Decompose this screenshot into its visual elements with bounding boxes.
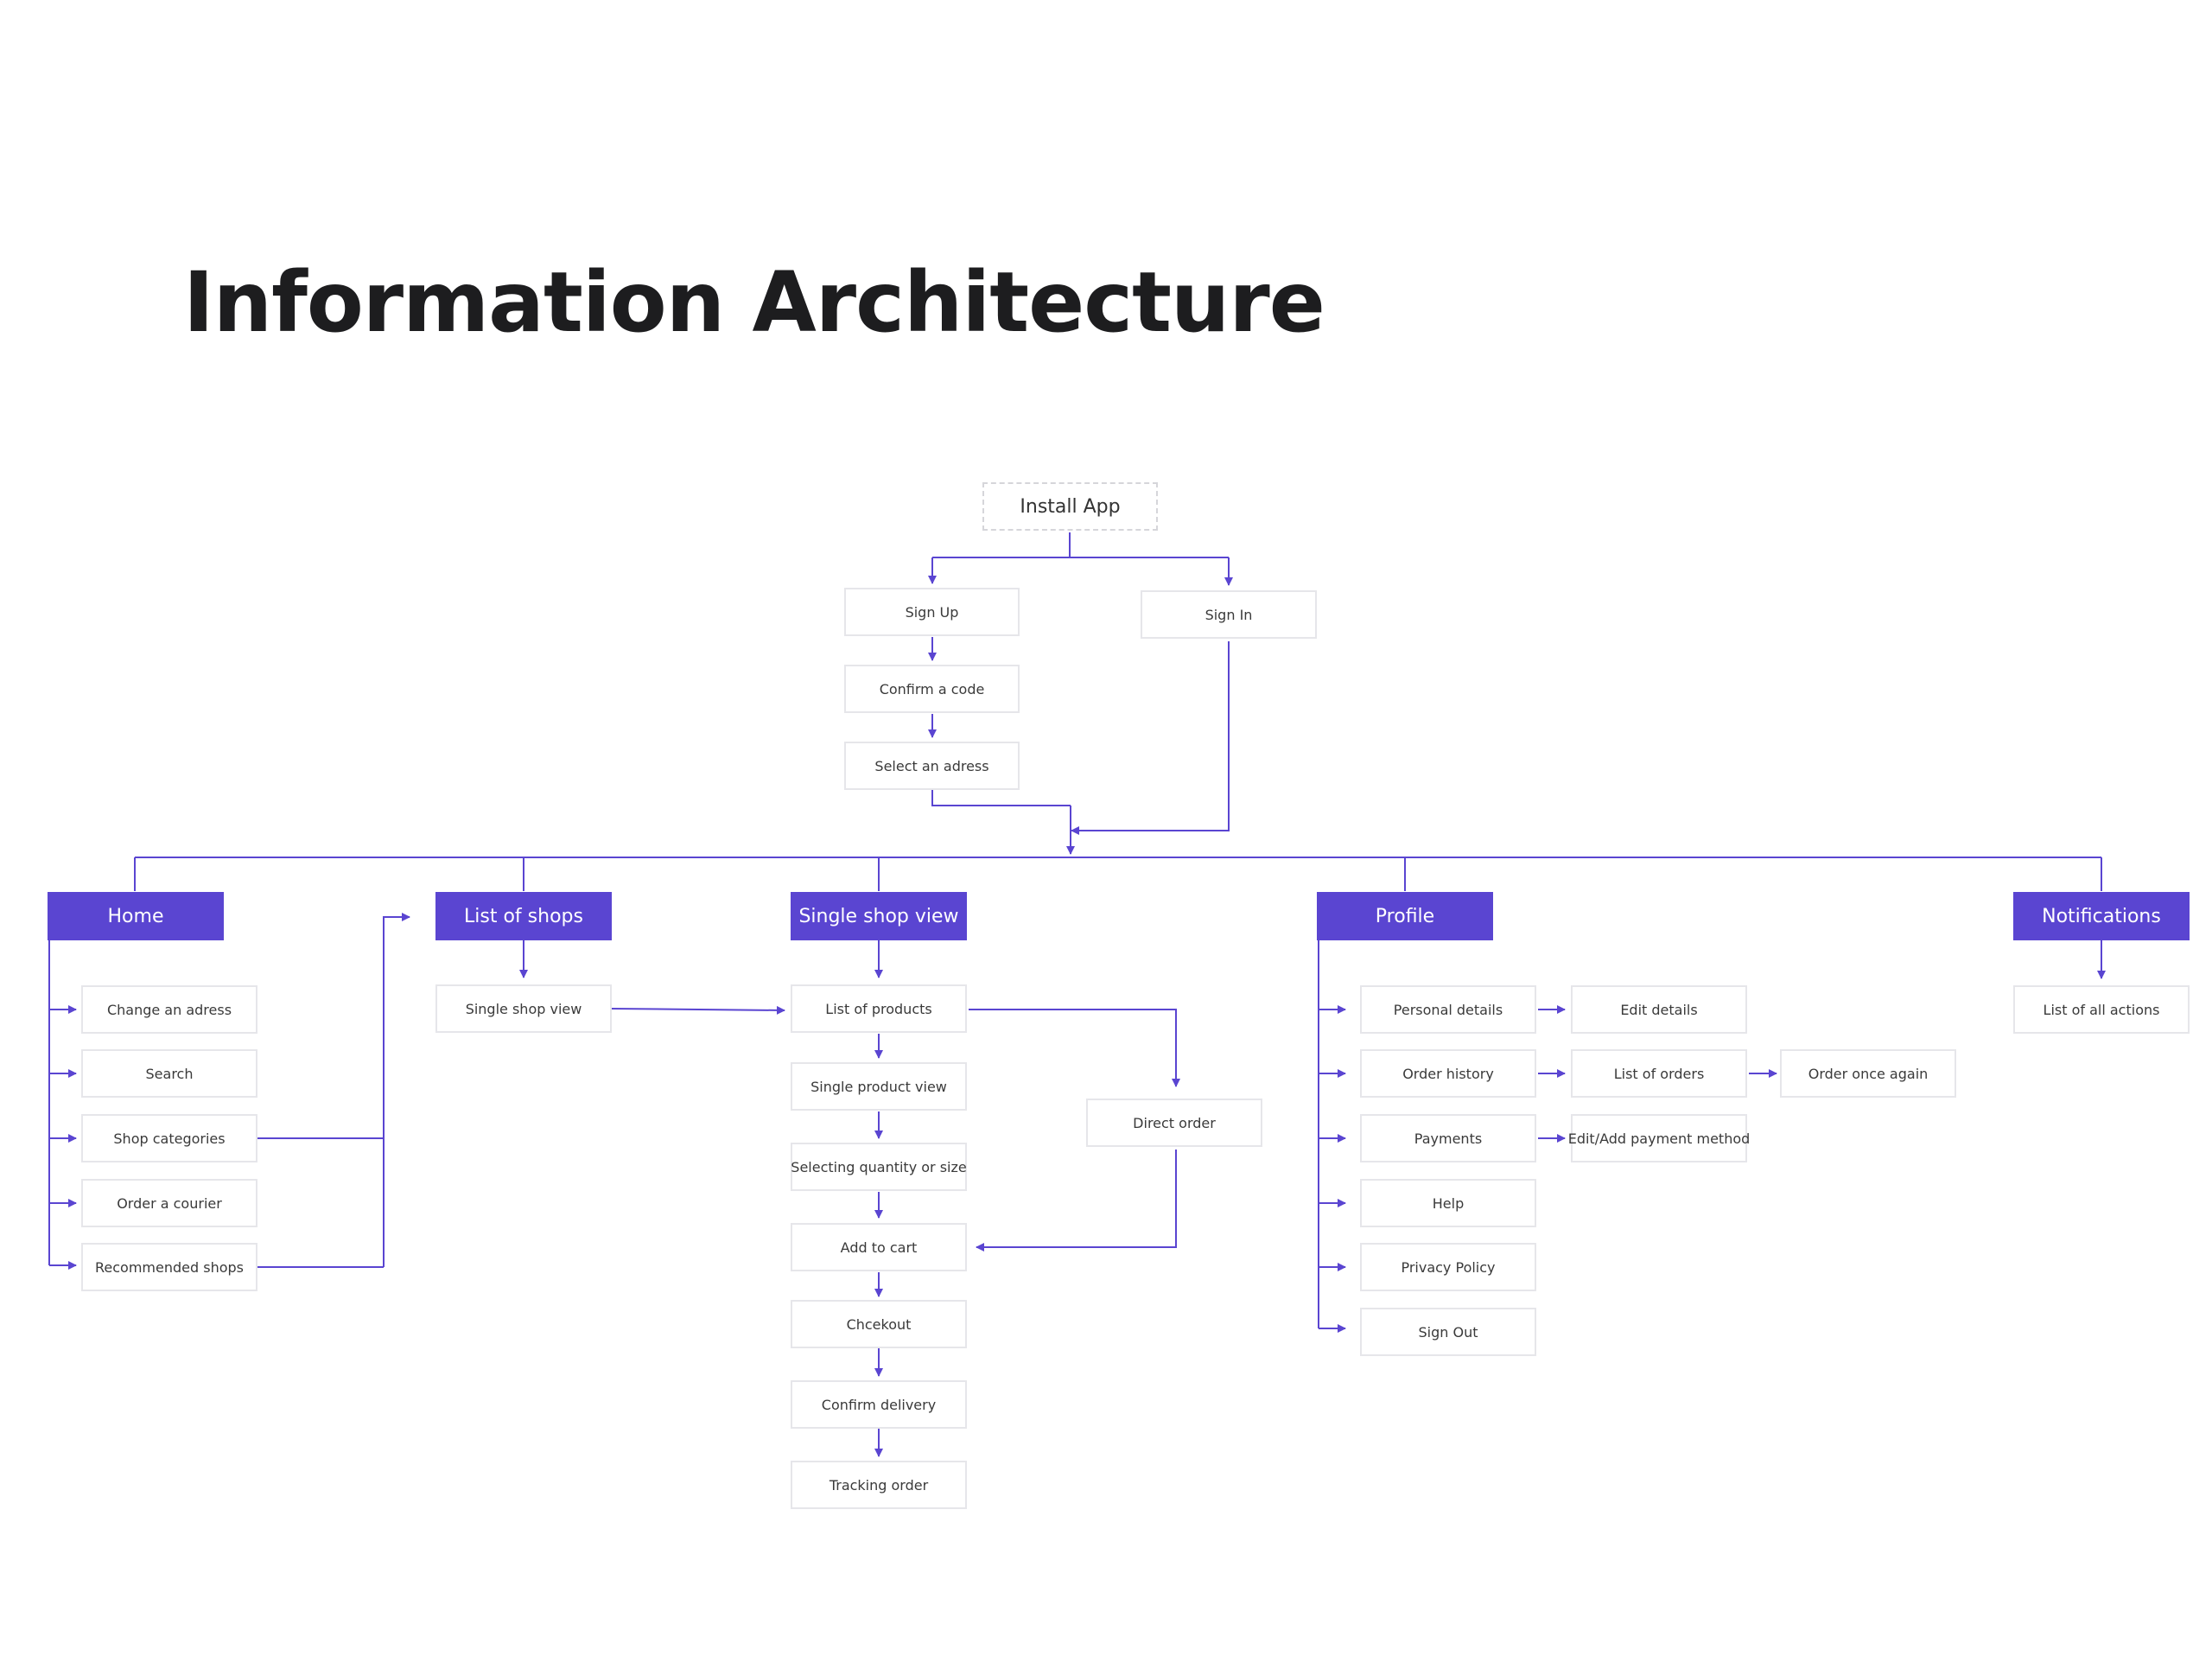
node-direct-order: Direct order [1086,1099,1262,1147]
node-search: Search [81,1049,257,1098]
node-recommended-shops: Recommended shops [81,1243,257,1291]
arrow-products-to-direct-order [969,1009,1180,1087]
node-single-product-view: Single product view [791,1062,967,1111]
node-change-address: Change an adress [81,985,257,1034]
arrow-direct-order-to-cart [976,1150,1177,1252]
section-home: Home [48,892,224,940]
node-selecting-quantity: Selecting quantity or size [791,1143,967,1191]
node-personal-details: Personal details [1360,985,1536,1034]
node-list-of-all-actions: List of all actions [2013,985,2190,1034]
section-single-shop-view: Single shop view [791,892,967,940]
section-list-of-shops: List of shops [435,892,612,940]
node-confirm-delivery: Confirm delivery [791,1380,967,1429]
page-title: Information Architecture [183,254,1325,351]
arrow-single-view-to-products [611,1005,785,1015]
arrow-signin-to-hub [1071,641,1230,835]
section-notifications: Notifications [2013,892,2190,940]
node-install-app: Install App [982,482,1158,531]
node-edit-details: Edit details [1571,985,1747,1034]
node-privacy-policy: Privacy Policy [1360,1243,1536,1291]
node-select-address: Select an adress [844,742,1020,790]
node-order-once-again: Order once again [1780,1049,1956,1098]
arrow-home-to-list-of-shops [383,913,410,1267]
node-checkout: Chcekout [791,1300,967,1348]
node-confirm-code: Confirm a code [844,665,1020,713]
node-shop-categories: Shop categories [81,1114,257,1162]
node-tracking-order: Tracking order [791,1461,967,1509]
node-list-of-orders: List of orders [1571,1049,1747,1098]
node-sign-up: Sign Up [844,588,1020,636]
node-payments: Payments [1360,1114,1536,1162]
node-list-of-products: List of products [791,984,967,1033]
node-order-courier: Order a courier [81,1179,257,1227]
node-order-history: Order history [1360,1049,1536,1098]
node-sign-out: Sign Out [1360,1308,1536,1356]
node-add-to-cart: Add to cart [791,1223,967,1271]
node-sign-in: Sign In [1141,590,1317,639]
section-profile: Profile [1317,892,1493,940]
line-address-to-hub [931,790,1071,806]
node-edit-add-payment: Edit/Add payment method [1568,1114,1750,1162]
node-single-shop-view: Single shop view [435,984,612,1033]
node-help: Help [1360,1179,1536,1227]
